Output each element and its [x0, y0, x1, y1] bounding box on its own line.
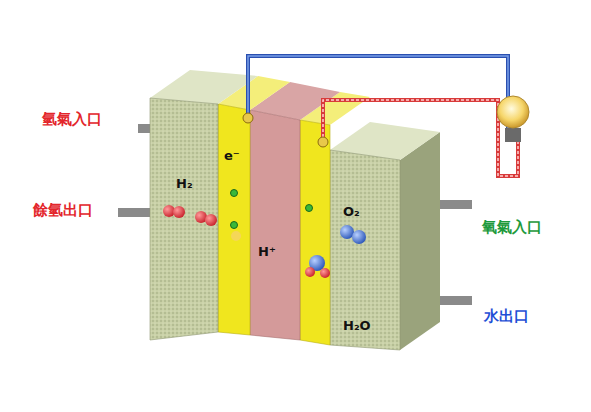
- water-molecule: [305, 267, 315, 277]
- proton: [231, 231, 241, 241]
- inlet-label: 氫氣入口: [42, 110, 102, 129]
- wire: [248, 56, 508, 132]
- pipe: [440, 200, 472, 209]
- light-bulb: [497, 96, 529, 128]
- cathode-plate: [330, 150, 400, 350]
- wire: [248, 56, 508, 132]
- terminal: [318, 137, 328, 147]
- inlet-label: 氧氣入口: [482, 218, 542, 237]
- electron: [306, 205, 313, 212]
- outlet-label: 餘氫出口: [33, 201, 93, 220]
- cathode-catalyst: [300, 120, 330, 345]
- chemical-label: H₂O: [343, 318, 371, 333]
- wire: [323, 100, 518, 176]
- bulb-base: [505, 128, 521, 142]
- h2-molecule: [205, 214, 217, 226]
- chemical-label: H₂: [176, 176, 193, 191]
- terminal: [243, 113, 253, 123]
- plate-top: [150, 70, 258, 104]
- wire: [323, 100, 518, 176]
- o2-molecule: [340, 225, 354, 239]
- h2-molecule: [173, 206, 185, 218]
- anode-plate: [150, 98, 218, 340]
- pipe: [440, 296, 472, 305]
- ion-label: H⁺: [258, 244, 276, 259]
- electron: [231, 190, 238, 197]
- water-molecule: [320, 268, 330, 278]
- anode-catalyst: [218, 104, 250, 335]
- outlet-label: 水出口: [484, 307, 529, 326]
- membrane: [250, 110, 300, 340]
- o2-molecule: [352, 230, 366, 244]
- electron-label: e⁻: [224, 148, 240, 163]
- chemical-label: O₂: [343, 204, 360, 219]
- plate-side: [400, 132, 440, 350]
- electron: [231, 222, 238, 229]
